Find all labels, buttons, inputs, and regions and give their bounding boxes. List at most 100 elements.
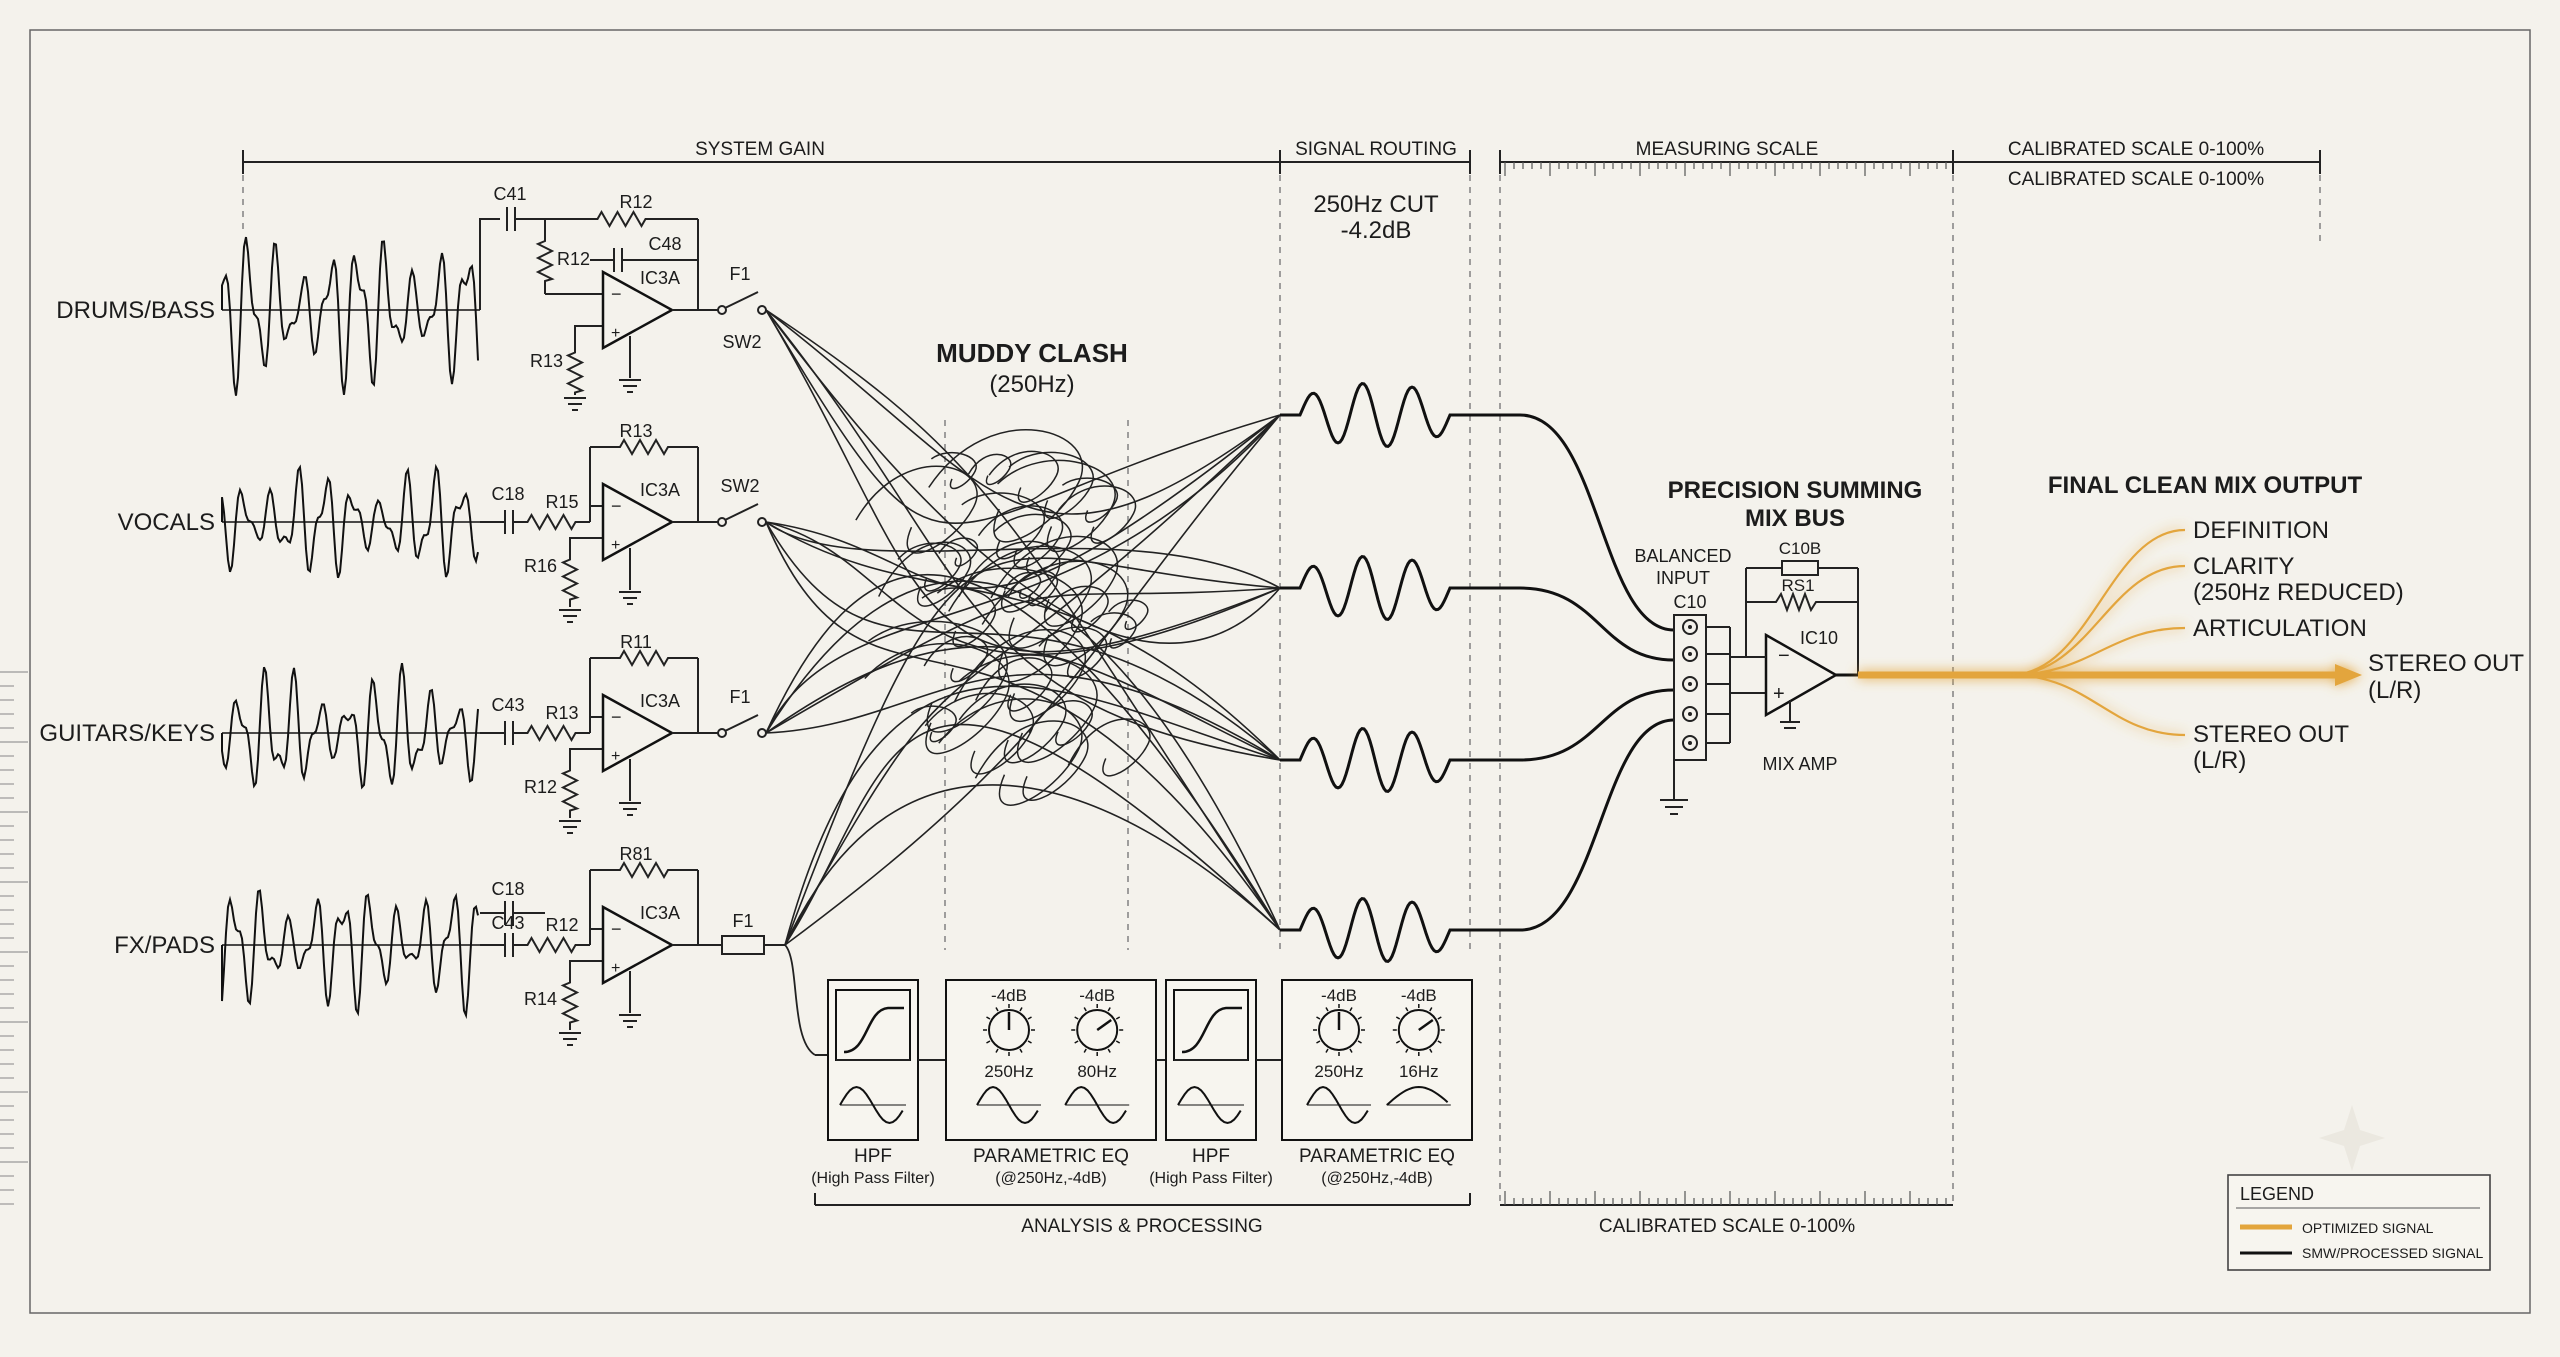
channel-label: FX/PADS [114, 932, 215, 959]
opamp-label: IC3A [640, 903, 680, 923]
processing-label: PARAMETRIC EQ [973, 1146, 1129, 1167]
eq-freq-label: 250Hz [984, 1062, 1033, 1081]
cut-value: -4.2dB [1341, 217, 1412, 244]
resistor-label-in: R13 [545, 703, 578, 723]
opamp-triangle [601, 481, 675, 563]
processing-block-1: HPF (High Pass Filter) [811, 979, 946, 1187]
left-ruler [0, 671, 28, 1205]
eq-freq-label: 80Hz [1077, 1062, 1117, 1081]
mix-amp-label: MIX AMP [1762, 754, 1837, 774]
output-title: FINAL CLEAN MIX OUTPUT [2048, 472, 2363, 499]
channel-label: DRUMS/BASS [56, 297, 215, 324]
resistor-label-in: R15 [545, 492, 578, 512]
capacitor-label: C43 [491, 695, 524, 715]
svg-text:−: − [611, 707, 622, 727]
processing-label: HPF [854, 1146, 892, 1167]
opamp-label: IC3A [640, 691, 680, 711]
section-calibrated-top-1: CALIBRATED SCALE 0-100% [2008, 139, 2264, 160]
resistor-label-fb: R81 [619, 844, 652, 864]
input-waveform [221, 463, 479, 579]
output-articulation: ARTICULATION [2193, 615, 2367, 642]
section-calibrated-bottom: CALIBRATED SCALE 0-100% [1599, 1216, 1855, 1237]
summing-title-1: PRECISION SUMMING [1668, 477, 1923, 504]
channel-label: VOCALS [118, 509, 215, 536]
rs1-label: RS1 [1781, 576, 1814, 595]
hpf-curve-icon [1181, 1006, 1242, 1054]
processing-label: HPF [1192, 1146, 1230, 1167]
summing-bus: PRECISION SUMMING MIX BUS BALANCED INPUT… [1634, 477, 1923, 815]
input-waveform [221, 236, 479, 396]
channel-label: GUITARS/KEYS [39, 720, 215, 747]
legend: LEGEND OPTIMIZED SIGNAL SMW/PROCESSED SI… [2227, 1174, 2491, 1271]
routing-line [1280, 718, 1675, 963]
processing-sublabel: (@250Hz,-4dB) [995, 1170, 1106, 1187]
output-section: FINAL CLEAN MIX OUTPUT DEFINITION CLARIT… [1858, 472, 2524, 774]
resistor-label-gnd: R12 [524, 777, 557, 797]
outer-frame [29, 29, 2531, 1314]
output-stereo-main-lr: (L/R) [2368, 677, 2421, 704]
cut-label: 250Hz CUT [1313, 191, 1439, 218]
opamp-triangle [601, 692, 675, 774]
eq-gain-label: -4dB [1401, 986, 1437, 1005]
eq-freq-label: 16Hz [1399, 1062, 1439, 1081]
processing-sublabel: (@250Hz,-4dB) [1321, 1170, 1432, 1187]
output-definition: DEFINITION [2193, 517, 2329, 544]
section-dimensions: SYSTEM GAIN SIGNAL ROUTING MEASURING SCA… [242, 139, 2321, 190]
hpf-curve-icon [843, 1006, 904, 1054]
resistor-label-gnd: R14 [524, 989, 557, 1009]
processing-chain: HPF (High Pass Filter) -4dB 250Hz -4dB 80HzPA… [811, 979, 1473, 1187]
fuse-icon [721, 935, 765, 955]
analysis-bracket: ANALYSIS & PROCESSING [814, 1193, 1471, 1237]
capacitor-label-2: C43 [491, 913, 524, 933]
opamp-label: IC3A [640, 480, 680, 500]
legend-title: LEGEND [2240, 1184, 2314, 1204]
switch-label: F1 [729, 687, 750, 707]
resistor-label-gnd: R13 [530, 351, 563, 371]
output-stereo-main: STEREO OUT [2368, 650, 2524, 677]
opamp-triangle [601, 904, 675, 986]
eq-gain-label: -4dB [1321, 986, 1357, 1005]
section-measuring-scale: MEASURING SCALE [1636, 139, 1819, 160]
processing-sublabel: (High Pass Filter) [811, 1170, 935, 1187]
input-waveform [221, 663, 479, 790]
routing-line [1280, 688, 1675, 793]
bottom-scale: CALIBRATED SCALE 0-100% [1500, 1191, 1953, 1237]
resistor-label-in: R12 [545, 915, 578, 935]
input-waveform [221, 889, 479, 1020]
balanced-label-1: BALANCED [1634, 546, 1731, 566]
muddy-clash-tangle [765, 309, 1281, 1056]
eq-gain-label: -4dB [991, 986, 1027, 1005]
eq-gain-label: -4dB [1079, 986, 1115, 1005]
svg-text:+: + [1773, 683, 1785, 705]
output-clarity: CLARITY [2193, 553, 2294, 580]
capacitor-label: C18 [491, 484, 524, 504]
sparkle-icon [2319, 1105, 2385, 1171]
routing-line [1280, 382, 1675, 632]
switch-label: F1 [729, 264, 750, 284]
muddy-clash-title: MUDDY CLASH [936, 338, 1128, 368]
svg-text:−: − [1778, 645, 1790, 667]
processing-label: PARAMETRIC EQ [1299, 1146, 1455, 1167]
summing-title-2: MIX BUS [1745, 505, 1845, 532]
legend-item-optimized: OPTIMIZED SIGNAL [2302, 1220, 2434, 1236]
c10b-label: C10B [1779, 539, 1822, 558]
output-stereo-secondary-lr: (L/R) [2193, 747, 2246, 774]
svg-text:+: + [611, 748, 620, 765]
processing-sublabel: (High Pass Filter) [1149, 1170, 1273, 1187]
capacitor-label: C41 [493, 184, 526, 204]
fuse-label: F1 [732, 911, 753, 931]
svg-text:−: − [611, 496, 622, 516]
svg-text:−: − [611, 919, 622, 939]
processing-block-3: HPF (High Pass Filter) [1149, 979, 1282, 1187]
switch-icon [724, 291, 759, 309]
resistor-label-fb: R11 [620, 632, 652, 652]
routing-lines [1280, 382, 1675, 963]
